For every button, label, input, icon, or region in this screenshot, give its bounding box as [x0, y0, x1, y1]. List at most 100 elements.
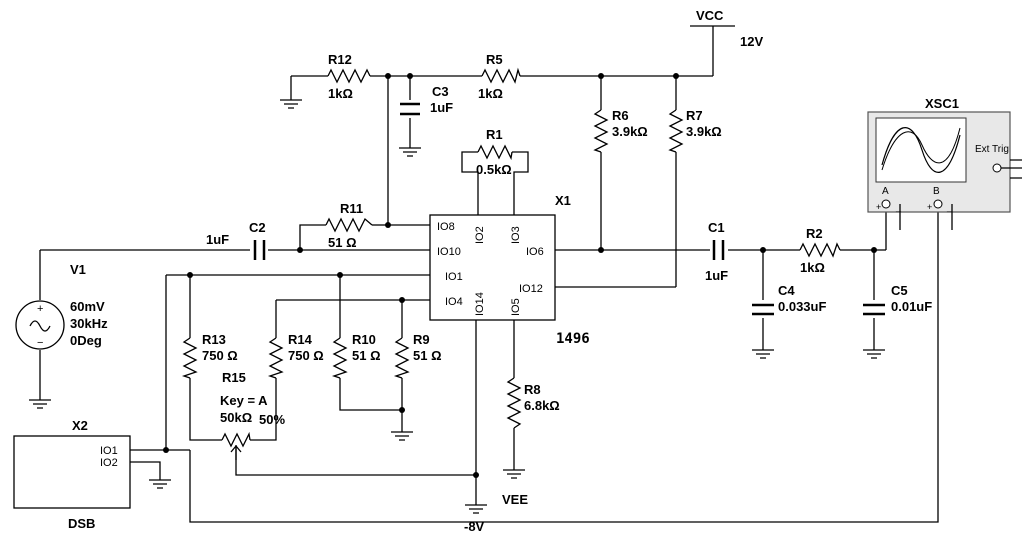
capacitor-c5[interactable]: C5 0.01uF [863, 283, 932, 316]
vcc-supply[interactable]: VCC 12V [696, 8, 763, 49]
capacitor-c3[interactable]: C3 1uF [400, 84, 453, 116]
resistor-r5[interactable]: R5 1kΩ [478, 52, 521, 101]
sine-wave-icon [29, 320, 51, 332]
resistor-r8[interactable]: R8 6.8kΩ [506, 377, 560, 429]
block-x2-dsb[interactable]: X2 IO1 IO2 DSB [13, 418, 131, 531]
resistor-r1[interactable]: R1 0.5kΩ [476, 127, 513, 177]
resistor-r13[interactable]: R13 750 Ω [181, 332, 238, 379]
svg-text:Key = A: Key = A [220, 393, 268, 408]
svg-text:IO6: IO6 [526, 246, 544, 258]
ground-icon [149, 479, 171, 489]
svg-text:+: + [927, 202, 932, 212]
svg-text:R8: R8 [524, 382, 541, 397]
resistor-r14[interactable]: R14 750 Ω [267, 332, 324, 379]
svg-text:R9: R9 [413, 332, 430, 347]
potentiometer-r15[interactable]: R15 Key = A 50kΩ 50% [220, 370, 285, 460]
svg-text:1uF: 1uF [206, 232, 229, 247]
ground-icon [280, 99, 302, 109]
svg-text:R7: R7 [686, 108, 703, 123]
svg-text:0.5kΩ: 0.5kΩ [476, 162, 512, 177]
svg-text:X2: X2 [72, 418, 88, 433]
svg-text:1uF: 1uF [430, 100, 453, 115]
channel-a-terminal [881, 199, 891, 209]
capacitor-c2[interactable]: C2 1uF [206, 220, 266, 260]
svg-text:R5: R5 [486, 52, 503, 67]
svg-text:X1: X1 [555, 193, 571, 208]
svg-text:51 Ω: 51 Ω [413, 348, 442, 363]
ic-x1-1496[interactable]: X1 1496 IO8 IO2 IO3 IO10 IO6 IO1 IO12 IO… [429, 193, 590, 347]
svg-text:IO2: IO2 [474, 226, 486, 244]
svg-text:R6: R6 [612, 108, 629, 123]
svg-text:VEE: VEE [502, 492, 528, 507]
svg-text:1uF: 1uF [705, 268, 728, 283]
ground-icon [399, 147, 421, 157]
svg-text:1kΩ: 1kΩ [328, 86, 353, 101]
svg-text:Ext Trig: Ext Trig [975, 144, 1009, 155]
svg-text:IO5: IO5 [510, 298, 522, 316]
oscilloscope-xsc1[interactable]: XSC1 Ext Trig A B + _ + _ [867, 96, 1022, 230]
svg-text:VCC: VCC [696, 8, 724, 23]
svg-text:−: − [37, 337, 43, 349]
svg-text:0.033uF: 0.033uF [778, 299, 826, 314]
svg-text:IO1: IO1 [445, 271, 463, 283]
ground-icon [391, 431, 413, 441]
svg-text:R15: R15 [222, 370, 246, 385]
ac-source-v1[interactable]: + − V1 60mV 30kHz 0Deg [15, 262, 108, 350]
channel-b-terminal [933, 199, 943, 209]
capacitor-c4[interactable]: C4 0.033uF [752, 283, 826, 316]
svg-text:0.01uF: 0.01uF [891, 299, 932, 314]
svg-text:IO14: IO14 [474, 292, 486, 316]
svg-text:R10: R10 [352, 332, 376, 347]
svg-text:_: _ [895, 202, 902, 212]
svg-text:R11: R11 [340, 201, 363, 216]
svg-text:B: B [933, 186, 940, 197]
ground-icon [752, 349, 774, 359]
resistor-r9[interactable]: R9 51 Ω [393, 332, 442, 379]
resistor-r12[interactable]: R12 1kΩ [327, 52, 371, 101]
svg-text:A: A [882, 186, 889, 197]
svg-text:IO4: IO4 [445, 296, 463, 308]
resistor-r6[interactable]: R6 3.9kΩ [593, 108, 648, 153]
vee-supply[interactable]: VEE -8V [464, 492, 528, 534]
svg-text:3.9kΩ: 3.9kΩ [612, 124, 648, 139]
svg-text:1kΩ: 1kΩ [800, 260, 825, 275]
svg-text:R14: R14 [288, 332, 313, 347]
svg-text:R12: R12 [328, 52, 352, 67]
capacitor-c1[interactable]: C1 1uF [705, 220, 728, 283]
svg-text:C3: C3 [432, 84, 449, 99]
ground-icon [465, 504, 487, 514]
svg-text:750 Ω: 750 Ω [202, 348, 238, 363]
svg-text:DSB: DSB [68, 516, 95, 531]
ground-icon [863, 349, 885, 359]
resistor-r10[interactable]: R10 51 Ω [331, 332, 381, 379]
svg-text:IO2: IO2 [100, 457, 118, 469]
resistor-r2[interactable]: R2 1kΩ [799, 226, 841, 275]
ground-icon [503, 469, 525, 479]
svg-text:_: _ [946, 202, 953, 212]
svg-text:51 Ω: 51 Ω [352, 348, 381, 363]
svg-text:+: + [876, 202, 881, 212]
svg-text:XSC1: XSC1 [925, 96, 959, 111]
ground-symbols [29, 99, 885, 514]
svg-text:C4: C4 [778, 283, 795, 298]
svg-text:V1: V1 [70, 262, 86, 277]
svg-text:1kΩ: 1kΩ [478, 86, 503, 101]
ext-trig-terminal [992, 163, 1002, 173]
svg-text:+: + [37, 303, 43, 315]
svg-text:12V: 12V [740, 34, 763, 49]
svg-text:IO10: IO10 [437, 246, 461, 258]
svg-text:C5: C5 [891, 283, 908, 298]
svg-text:0Deg: 0Deg [70, 333, 102, 348]
svg-text:60mV: 60mV [70, 299, 105, 314]
resistor-r7[interactable]: R7 3.9kΩ [668, 108, 722, 153]
svg-text:30kHz: 30kHz [70, 316, 108, 331]
oscilloscope-screen [875, 117, 967, 183]
svg-text:3.9kΩ: 3.9kΩ [686, 124, 722, 139]
waveform-trace-icon [881, 127, 961, 173]
svg-text:C2: C2 [249, 220, 266, 235]
svg-text:51 Ω: 51 Ω [328, 235, 357, 250]
svg-text:R1: R1 [486, 127, 503, 142]
svg-text:6.8kΩ: 6.8kΩ [524, 398, 560, 413]
resistor-r11[interactable]: R11 51 Ω [325, 201, 373, 250]
junction-dots [163, 73, 877, 478]
